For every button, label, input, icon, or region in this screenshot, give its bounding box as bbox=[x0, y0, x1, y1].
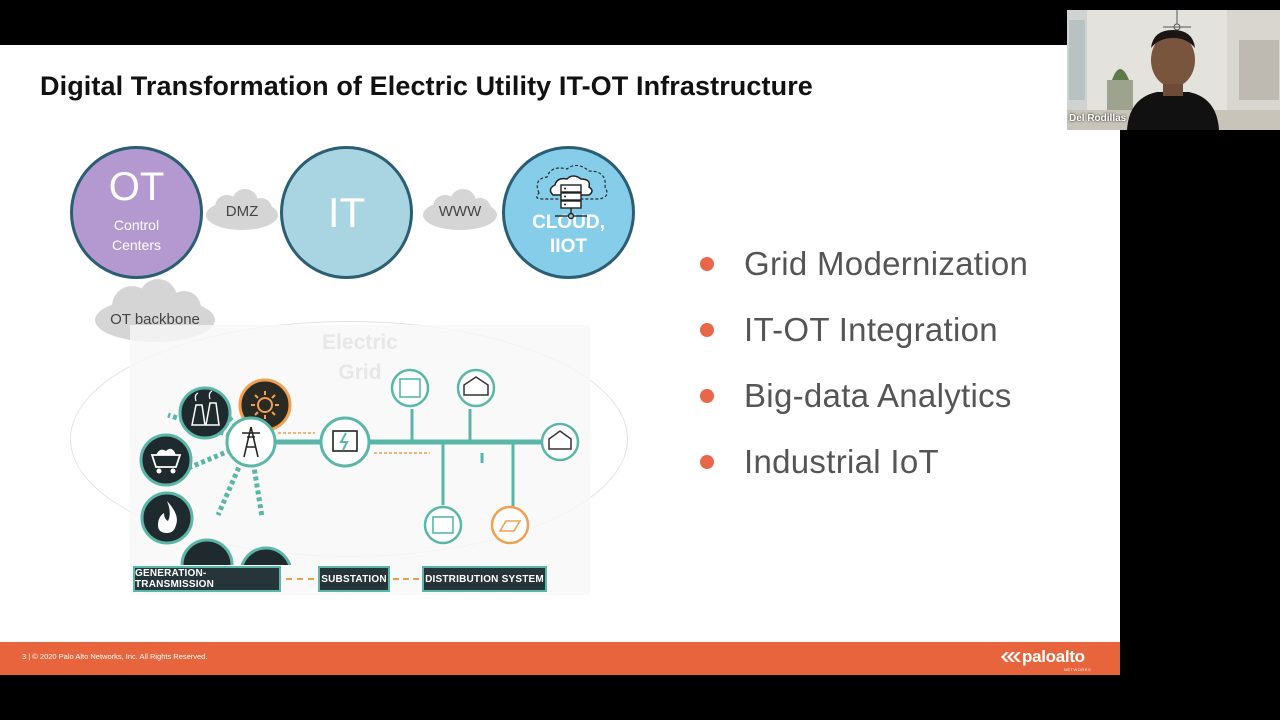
coal-icon bbox=[139, 433, 193, 487]
building-icon bbox=[390, 368, 430, 408]
www-cloud-shape bbox=[423, 189, 497, 230]
ot-backbone-label: OT backbone bbox=[110, 310, 200, 328]
transmission-tower-icon bbox=[225, 416, 277, 468]
cloud-server-icon bbox=[536, 165, 608, 220]
stage-substation: SUBSTATION bbox=[318, 566, 390, 592]
bullet-dot bbox=[700, 323, 714, 337]
webcam-feed bbox=[1067, 10, 1280, 130]
grid-label-line-1: Electric bbox=[322, 331, 398, 354]
bullet-text: Industrial IoT bbox=[744, 443, 939, 480]
fire-icon bbox=[140, 491, 194, 545]
it-circle: IT bbox=[280, 146, 413, 279]
grid-label-line-2: Grid bbox=[338, 361, 382, 384]
substation-icon bbox=[319, 416, 371, 468]
dmz-cloud: DMZ bbox=[203, 188, 281, 234]
bullet-list: Grid Modernization IT-OT Integration Big… bbox=[700, 231, 1028, 495]
copyright-text: 3 | © 2020 Palo Alto Networks, Inc. All … bbox=[22, 652, 208, 661]
bullet-item: Industrial IoT bbox=[700, 429, 1028, 495]
bullet-text: Grid Modernization bbox=[744, 245, 1029, 282]
paloalto-logo: paloalto NETWORKS bbox=[1000, 647, 1091, 672]
webcam-video-tile[interactable]: Del Rodillas bbox=[1067, 10, 1280, 130]
stage-arrow-1 bbox=[286, 578, 314, 580]
www-label: WWW bbox=[438, 202, 482, 220]
logo-wordmark: paloalto bbox=[1022, 647, 1085, 666]
logo-subtext: NETWORKS bbox=[1064, 667, 1092, 672]
ot-circle: OT Control Centers bbox=[70, 146, 203, 279]
wind-turbine-icon bbox=[240, 546, 292, 565]
bullet-text: Big-data Analytics bbox=[744, 377, 1012, 414]
solar-home-icon bbox=[490, 505, 530, 545]
stage-arrow-2 bbox=[393, 578, 419, 580]
participant-name: Del Rodillas bbox=[1069, 113, 1127, 124]
bullet-dot bbox=[700, 455, 714, 469]
nuclear-plant-icon bbox=[178, 386, 232, 440]
stage-distribution-system: DISTRIBUTION SYSTEM bbox=[422, 566, 547, 592]
bullet-text: IT-OT Integration bbox=[744, 311, 998, 348]
dmz-cloud-shape bbox=[206, 189, 278, 230]
house-icon bbox=[540, 422, 580, 462]
bullet-item: IT-OT Integration bbox=[700, 297, 1028, 363]
building-icon bbox=[423, 505, 463, 545]
hydro-icon bbox=[180, 538, 234, 565]
dmz-label: DMZ bbox=[225, 202, 259, 220]
it-label: IT bbox=[327, 188, 366, 236]
electric-grid-diagram bbox=[139, 368, 580, 565]
slide-footer: 3 | © 2020 Palo Alto Networks, Inc. All … bbox=[0, 642, 1120, 675]
bullet-item: Big-data Analytics bbox=[700, 363, 1028, 429]
stage-generation-transmission: GENERATION-TRANSMISSION bbox=[133, 566, 281, 592]
slide-title: Digital Transformation of Electric Utili… bbox=[40, 71, 813, 101]
bullet-dot bbox=[700, 389, 714, 403]
presentation-slide: Digital Transformation of Electric Utili… bbox=[0, 45, 1120, 675]
cloud-iiot-circle: CLOUD, IIOT bbox=[502, 146, 635, 279]
bullet-item: Grid Modernization bbox=[700, 231, 1028, 297]
paloalto-logo-icon bbox=[1001, 652, 1021, 662]
www-cloud: WWW bbox=[420, 188, 500, 234]
solar-home-icon bbox=[456, 368, 496, 408]
ot-sublabel-2: Centers bbox=[111, 236, 162, 253]
cloud-label-2: IIOT bbox=[550, 235, 587, 257]
ot-sublabel-1: Control bbox=[113, 216, 160, 233]
cloud-label-1: CLOUD, bbox=[532, 211, 605, 233]
bullet-dot bbox=[700, 257, 714, 271]
ot-label: OT bbox=[108, 164, 165, 209]
electric-grid-label: Electric Grid bbox=[310, 328, 410, 388]
